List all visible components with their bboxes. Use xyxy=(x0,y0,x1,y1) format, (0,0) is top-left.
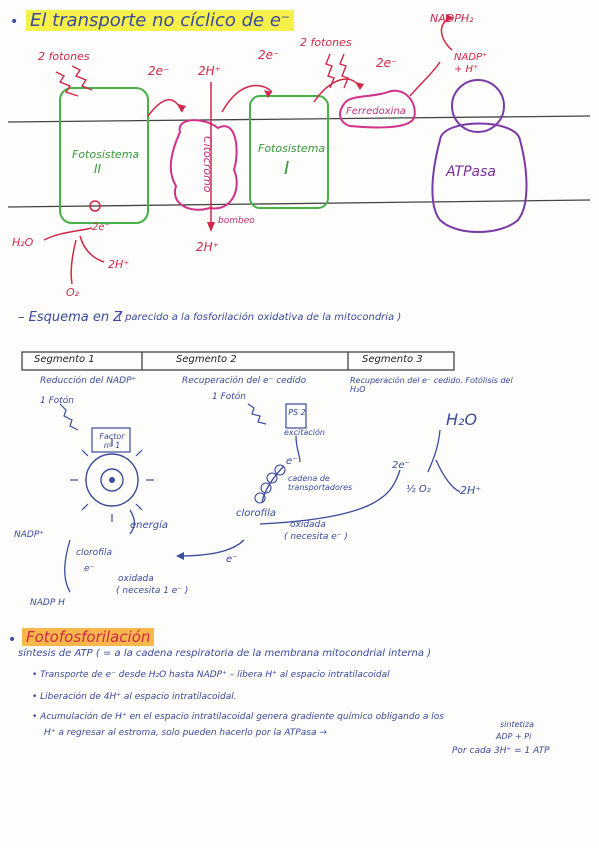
arrow-nadp xyxy=(64,539,71,593)
section3-title: Fotofosforilación xyxy=(22,628,155,646)
bullet-1: • Transporte de e⁻ desde H₂O hasta NADP⁺… xyxy=(32,670,390,680)
bullet-dot-3: • xyxy=(8,632,17,648)
label-por-cada: Por cada 3H⁺ = 1 ATP xyxy=(452,746,550,756)
label-2h-split: 2H⁺ xyxy=(460,484,482,497)
label-2e-2: 2e⁻ xyxy=(258,48,280,62)
label-2h-top: 2H⁺ xyxy=(198,64,221,78)
photosystem-ii-box xyxy=(59,87,149,224)
label-e-b: e⁻ xyxy=(226,554,238,565)
arrow-fd-nadp xyxy=(409,61,441,97)
label-necesita-2: ( necesita e⁻ ) xyxy=(284,532,348,542)
segment-bar xyxy=(21,351,455,371)
label-nadp: NADP⁺ xyxy=(454,52,488,63)
membrane-bottom-line xyxy=(7,199,591,208)
sun-rays xyxy=(70,438,154,522)
label-half-o2: ½ O₂ xyxy=(406,484,431,495)
label-h2o-2: H₂O xyxy=(446,410,478,429)
label-2h-bottom: 2H⁺ xyxy=(196,240,219,254)
section2-subtitle: ( parecido a la fosforilación oxidativa … xyxy=(118,312,402,323)
label-foton-1: 1 Fotón xyxy=(40,396,75,406)
label-fotosistema-ii-num: II xyxy=(94,162,102,176)
label-nadp-plus: NADP⁺ xyxy=(14,530,44,540)
label-energia: energía xyxy=(130,520,169,531)
chlorophyll-sun xyxy=(85,453,139,507)
label-2-fotones-right: 2 fotones xyxy=(300,36,352,49)
arrow-cyto-ps1 xyxy=(221,84,273,113)
reaction-center-dot xyxy=(89,200,101,212)
bullet-1-text: Transporte de e⁻ desde H₂O hasta NADP⁺ –… xyxy=(40,670,390,680)
arrow-e-return xyxy=(177,539,245,557)
segment-2: Segmento 2 xyxy=(176,354,237,365)
label-fotosistema-i-num: I xyxy=(284,158,290,179)
label-necesita: ( necesita 1 e⁻ ) xyxy=(116,586,189,596)
bullet-dot: • xyxy=(10,14,19,30)
factor-box xyxy=(91,427,131,453)
section1-title: El transporte no cíclico de e⁻ xyxy=(26,10,295,31)
label-fotosistema-ii: Fotosistema xyxy=(72,148,140,161)
label-citocromo: Citocromo xyxy=(201,136,214,193)
bullet-2: • Liberación de 4H⁺ al espacio intratila… xyxy=(32,692,237,702)
label-2e-3: 2e⁻ xyxy=(376,56,398,70)
label-bombeo: bombeo xyxy=(218,216,255,226)
label-foton-2: 1 Fotón xyxy=(212,392,247,402)
water-arrow xyxy=(43,227,93,241)
bullet-3-text: Acumulación de H⁺ en el espacio intratil… xyxy=(40,712,444,722)
label-fotosistema-i: Fotosistema xyxy=(258,142,326,155)
transport-chain xyxy=(254,464,286,504)
section2-title: – Esquema en Z xyxy=(18,310,123,325)
label-sintetiza: sintetiza xyxy=(500,720,534,729)
label-oxidada: oxidada xyxy=(118,574,154,584)
bullet-3: • Acumulación de H⁺ en el espacio intrat… xyxy=(32,712,444,722)
label-2e-split: 2e⁻ xyxy=(392,460,410,471)
photon-squiggle-left xyxy=(55,71,79,97)
label-nadph: NADP H xyxy=(30,598,65,608)
segment-1: Segmento 1 xyxy=(34,354,95,365)
segment-3: Segmento 3 xyxy=(362,354,423,365)
section3-subtitle: síntesis de ATP ( = a la cadena respirat… xyxy=(18,648,432,659)
label-clorofila-2: clorofila xyxy=(236,508,276,519)
bullet-3-cont: H⁺ a regresar al estroma, solo pueden ha… xyxy=(44,728,327,738)
arrow-ps2-cyto xyxy=(147,99,183,117)
label-oxidada-2: oxidada xyxy=(290,520,326,530)
label-clorofila-oxidada: clorofila xyxy=(76,548,112,558)
label-nadp-h: + H⁺ xyxy=(454,64,479,75)
label-2h-water: 2H⁺ xyxy=(108,258,130,271)
cytochrome-blob xyxy=(169,119,238,211)
label-o2: O₂ xyxy=(66,286,80,299)
ps2-box xyxy=(285,403,307,429)
label-e-minus: e⁻ xyxy=(84,564,95,574)
photosystem-i-box xyxy=(249,95,329,209)
bullet-2-text: Liberación de 4H⁺ al espacio intratilaco… xyxy=(40,692,237,702)
label-atpasa: ATPasa xyxy=(446,164,497,180)
label-ferredoxina: Ferredoxina xyxy=(346,106,406,117)
segment-1-desc: Reducción del NADP⁺ xyxy=(40,376,137,386)
photon-squiggle-right xyxy=(325,53,335,89)
label-e-a: e⁻ xyxy=(286,456,298,467)
label-2-fotones-left: 2 fotones xyxy=(38,50,90,63)
label-2e-1: 2e⁻ xyxy=(148,64,170,78)
ferredoxin-blob xyxy=(339,89,416,129)
label-cadena: cadena de transportadores xyxy=(288,474,353,492)
label-2e-water: 2e⁻ xyxy=(92,222,110,233)
label-nadph2: NADPH₂ xyxy=(430,12,474,25)
label-excitacion: excitación xyxy=(284,428,325,437)
label-adp: ADP + Pi xyxy=(496,732,532,741)
label-h2o: H₂O xyxy=(12,236,34,249)
atpase-body xyxy=(431,122,528,233)
membrane-top-line xyxy=(7,115,591,123)
label-factor: Factor nº 1 xyxy=(99,432,125,450)
label-ps2-box: PS 2 xyxy=(288,408,306,417)
segment-3-desc: Recuperación del e⁻ cedido. Fotólisis de… xyxy=(350,376,513,394)
atpase-head xyxy=(451,79,505,133)
segment-2-desc: Recuperación del e⁻ cedido xyxy=(182,376,307,386)
